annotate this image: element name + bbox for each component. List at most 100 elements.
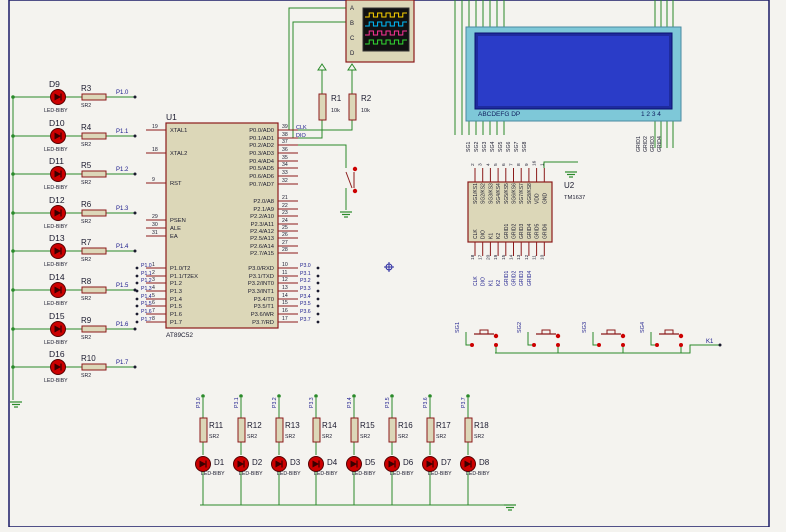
led-symbol-d10 xyxy=(50,128,66,144)
mcu-right-pin-name: P2.7/A15 xyxy=(250,251,274,257)
left-led-net-label: P1.2 xyxy=(116,167,129,173)
mcu-right-pin-number: 27 xyxy=(282,240,288,246)
left-led-junction xyxy=(11,95,15,99)
led-triangle xyxy=(464,460,471,468)
resistor-body-r6 xyxy=(81,209,107,217)
mcu-left-pin-name: XTAL1 xyxy=(170,128,187,134)
tm1637-bottom-pin-number: 14 xyxy=(509,254,515,260)
bottom-led-ref: D4 xyxy=(327,458,338,467)
tm1637-bottom-net-label: DIO xyxy=(481,277,487,286)
button-contact-left xyxy=(470,343,474,347)
reset-switch-dot-bottom xyxy=(352,188,358,194)
mcu-p3-terminal xyxy=(316,289,320,293)
bottom-net-terminal xyxy=(277,394,281,398)
left-led-junction xyxy=(11,134,15,138)
tm1637-top-pin-name: SG8/KS8 xyxy=(527,183,533,204)
oscilloscope-trace xyxy=(365,12,407,18)
oscilloscope-trace xyxy=(365,39,407,45)
mcu-left-pin-name: P1.6 xyxy=(170,312,182,318)
led-triangle xyxy=(199,460,206,468)
r1-ref: R1 xyxy=(331,94,342,103)
led-triangle xyxy=(237,460,244,468)
led-symbol-d8 xyxy=(460,456,476,472)
mcu-right-pin-number: 35 xyxy=(282,155,288,161)
r1-power-terminal xyxy=(317,63,327,71)
bottom-net-terminal xyxy=(201,394,205,398)
button-contact-right xyxy=(556,343,560,347)
mcu-p1-terminal xyxy=(135,320,139,324)
mcu-p3-terminal xyxy=(316,320,320,324)
tm1637-top-pin-number: 6 xyxy=(501,163,507,166)
mcu-right-pin-number: 39 xyxy=(282,124,288,130)
bottom-res-ref: R13 xyxy=(285,421,300,430)
mcu-right-pin-name: P0.1/AD1 xyxy=(249,136,274,142)
mcu-left-pin-name: P1.3 xyxy=(170,289,182,295)
tm1637-bottom-pin-name: GRID4 xyxy=(527,224,533,240)
tm1637-top-pin-name: SG4/KS4 xyxy=(496,183,502,204)
left-led-part: LED-BIBY xyxy=(44,301,68,307)
mcu-p3-terminal xyxy=(316,304,320,308)
mcu-right-pin-name: P0.5/AD5 xyxy=(249,166,274,172)
bottom-res-value: SR2 xyxy=(247,434,257,440)
mcu-left-pin-number: 9 xyxy=(152,177,155,183)
mcu-right-pin-name: P3.2/INT0 xyxy=(248,281,274,287)
left-led-junction xyxy=(11,288,15,292)
pullup-r2-wire xyxy=(298,120,353,131)
left-led-junction xyxy=(11,172,15,176)
bottom-res-value: SR2 xyxy=(285,434,295,440)
mcu-right-pin-name: P2.4/A12 xyxy=(250,229,274,235)
r1-value: 10k xyxy=(331,108,340,114)
bottom-led-ref: D2 xyxy=(252,458,263,467)
oscilloscope-channel-label: B xyxy=(350,21,354,27)
tm1637-top-pin-name: SG5/KS5 xyxy=(504,183,510,204)
bottom-led-net-label: P3.3 xyxy=(309,397,315,408)
bottom-net-terminal xyxy=(428,394,432,398)
left-led-junction xyxy=(11,327,15,331)
mcu-p1-net-label: P1.4 xyxy=(141,294,152,300)
left-net-terminal xyxy=(133,249,137,253)
bottom-led-ref: D5 xyxy=(365,458,376,467)
led-triangle xyxy=(388,460,395,468)
bottom-led-part: LED-BIBY xyxy=(428,471,452,477)
tm1637-bottom-pin-number: 20 xyxy=(485,254,491,260)
mcu-right-pin-number: 23 xyxy=(282,210,288,216)
bottom-led-part: LED-BIBY xyxy=(390,471,414,477)
resistor-body-r1 xyxy=(318,93,327,121)
button-contact-right xyxy=(679,343,683,347)
mcu-p3-net-label: P3.3 xyxy=(300,286,311,292)
mcu-p1-terminal xyxy=(135,289,139,293)
lcd-bottom-pin-label: SG4 xyxy=(490,142,496,152)
mcu-right-pin-name: P2.2/A10 xyxy=(250,214,274,220)
bottom-led-net-label: P3.4 xyxy=(347,397,353,408)
left-res-value: SR2 xyxy=(81,219,91,225)
mcu-left-pin-number: 2 xyxy=(152,270,155,276)
left-led-net-label: P1.0 xyxy=(116,90,129,96)
left-res-ref: R10 xyxy=(81,354,96,363)
tm1637-ref: U2 xyxy=(564,181,575,190)
led-symbol-d15 xyxy=(50,321,66,337)
lcd-bottom-pin-label: SG8 xyxy=(522,142,528,152)
mcu-p1-terminal xyxy=(135,274,139,278)
parts-layer xyxy=(10,0,722,511)
tm1637-bottom-net-label: K2 xyxy=(496,280,502,286)
bottom-led-net-label: P3.0 xyxy=(196,397,202,408)
left-res-value: SR2 xyxy=(81,142,91,148)
led-triangle xyxy=(54,247,61,255)
left-res-value: SR2 xyxy=(81,373,91,379)
mcu-left-pin-name: EA xyxy=(170,234,178,240)
led-symbol-d1 xyxy=(195,456,211,472)
tm1637-bottom-net-label: GRID1 xyxy=(504,271,510,287)
mcu-p1-terminal xyxy=(135,281,139,285)
lcd-bottom-pin-label: SG6 xyxy=(506,142,512,152)
left-led-ref: D10 xyxy=(49,118,65,128)
mcu-p1-terminal xyxy=(135,312,139,316)
mcu-left-pin-name: P1.5 xyxy=(170,304,182,310)
mcu-right-pin-name: P2.1/A9 xyxy=(253,207,274,213)
bottom-led-part: LED-BIBY xyxy=(239,471,263,477)
tm1637-bottom-pin-number: 18 xyxy=(470,254,476,260)
tm1637-top-pin-name: GND xyxy=(542,193,548,205)
left-led-part: LED-BIBY xyxy=(44,262,68,268)
lcd-grid-pin-label: GRID3 xyxy=(650,136,656,152)
mcu-right-pin-name: P0.7/AD7 xyxy=(249,182,274,188)
tm1637-bottom-pin-name: GRID5 xyxy=(535,224,541,240)
